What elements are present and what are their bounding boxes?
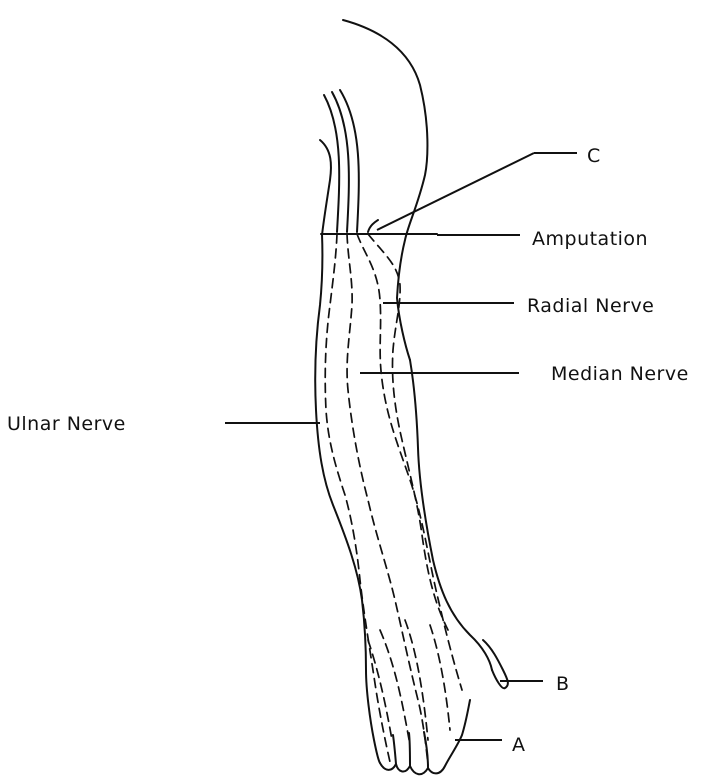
leader-c <box>377 153 534 230</box>
label-median-nerve: Median Nerve <box>551 363 689 385</box>
label-b: B <box>556 673 570 695</box>
hand-nerve-branches <box>368 620 450 745</box>
label-amputation: Amputation <box>532 228 648 250</box>
forearm-right-outline <box>410 360 492 670</box>
label-c: C <box>587 145 601 167</box>
forearm-left-outline <box>315 234 380 763</box>
upper-arm-inner-outline <box>320 140 331 235</box>
label-a: A <box>512 734 526 756</box>
shoulder-outline <box>343 20 427 360</box>
finger-separations <box>393 732 428 768</box>
label-radial-nerve: Radial Nerve <box>527 295 654 317</box>
label-ulnar-nerve: Ulnar Nerve <box>7 413 126 435</box>
nerve-stub-2 <box>332 92 349 232</box>
upper-stump-right <box>368 220 378 232</box>
